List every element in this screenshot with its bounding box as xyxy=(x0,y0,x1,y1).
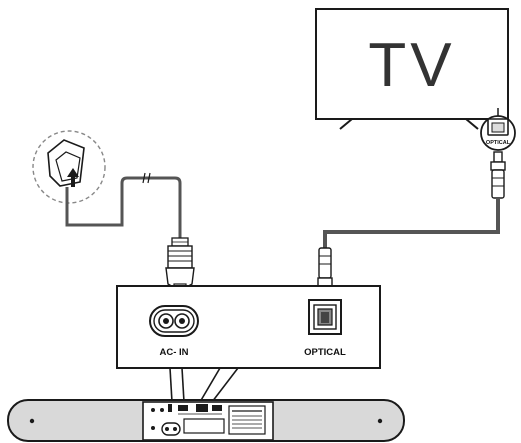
plug-insert-arrow-icon xyxy=(67,168,79,187)
wall-outlet-icon xyxy=(32,130,106,205)
optical-label: OPTICAL xyxy=(304,347,346,358)
tv-foot-right xyxy=(465,118,479,130)
optical-socket-icon xyxy=(308,299,342,335)
tv-optical-port-label: OPTICAL xyxy=(486,140,511,146)
tv-icon: TV xyxy=(315,8,509,130)
ac-in-label: AC- IN xyxy=(159,347,188,358)
tv-label: TV xyxy=(368,31,455,100)
soundbar-icon xyxy=(7,399,405,442)
tv-foot-left xyxy=(339,118,353,130)
optical-plug-icon xyxy=(493,151,503,163)
connector-zoom-panel: AC- IN OPTICAL xyxy=(116,285,381,369)
ac-in-socket-icon xyxy=(149,305,199,337)
tv-screen xyxy=(315,8,509,120)
leader-lines xyxy=(169,367,239,403)
tv-optical-port: OPTICAL xyxy=(480,108,516,151)
optical-cable xyxy=(317,151,506,298)
